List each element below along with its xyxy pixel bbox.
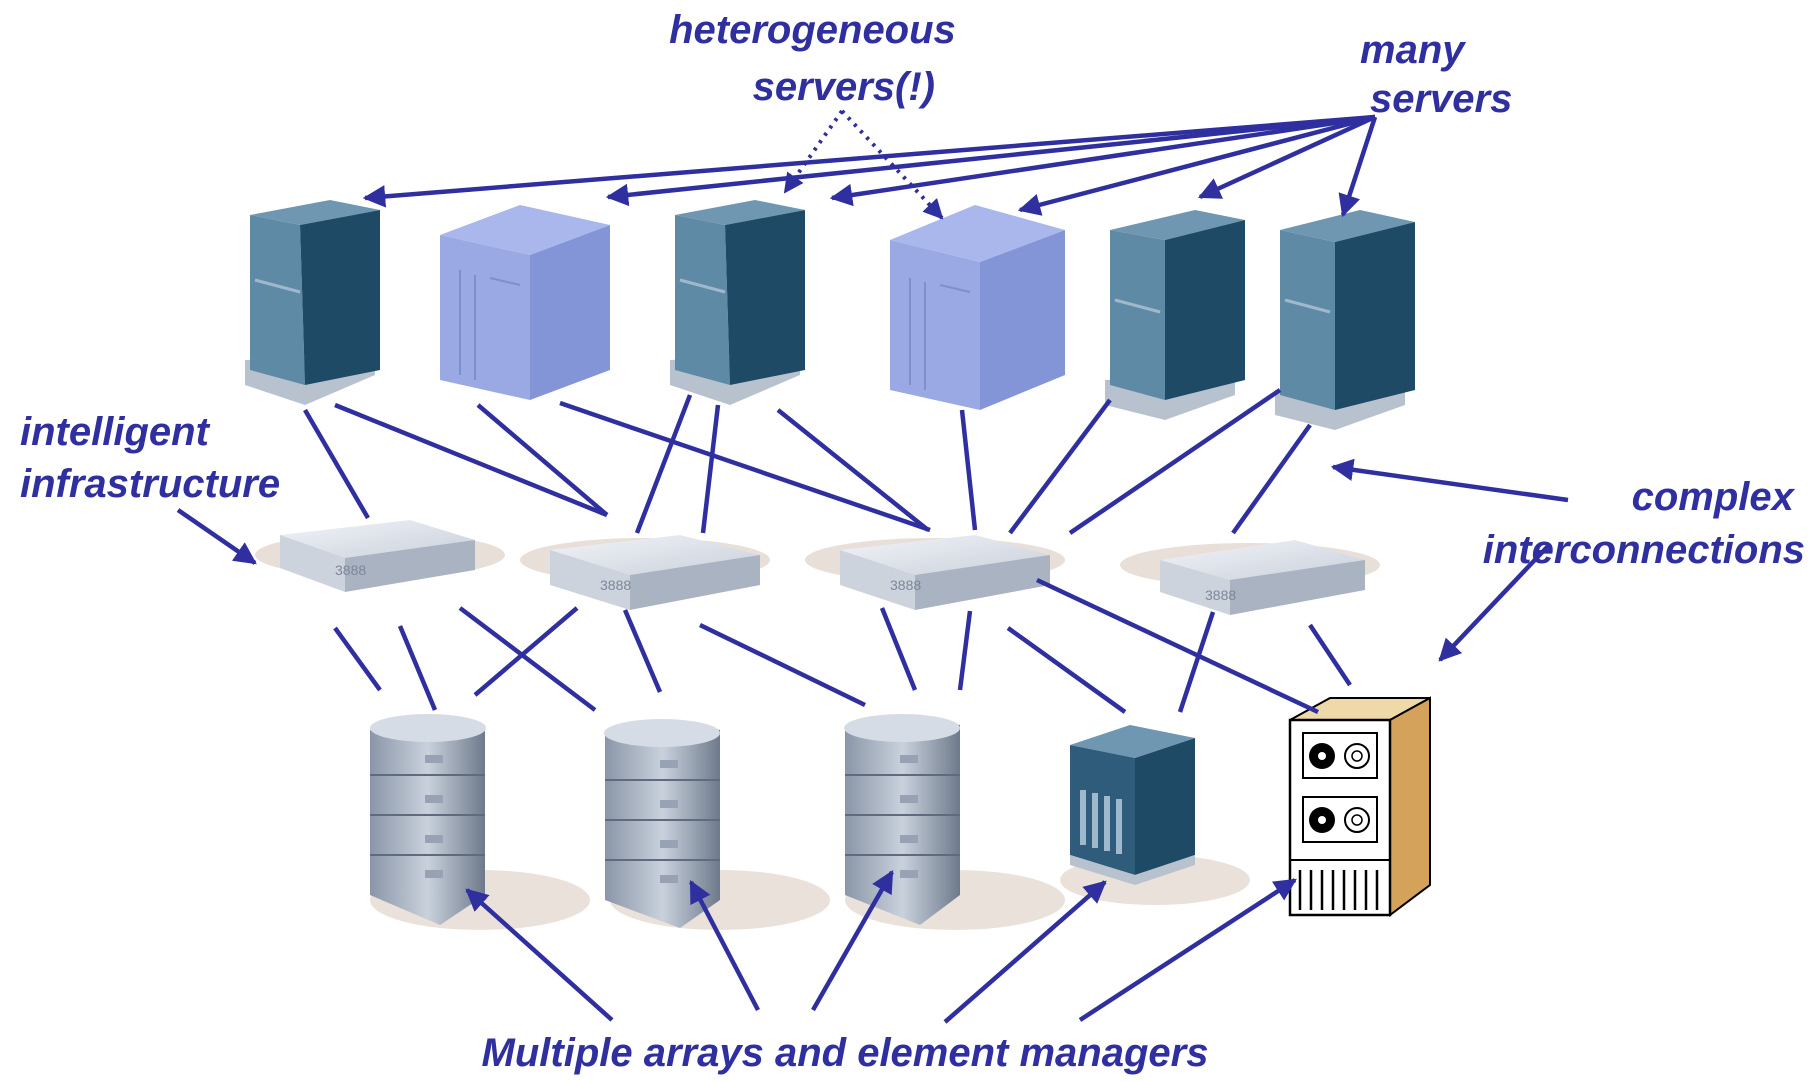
heterogeneous-servers-label: heterogeneous servers(!)	[669, 8, 967, 109]
svg-text:3888: 3888	[335, 562, 366, 578]
complex-interconnections-label: complex interconnections	[1483, 475, 1805, 572]
intelligent-infrastructure-label: intelligent infrastructure	[20, 410, 280, 506]
intelligent-line-2: infrastructure	[20, 462, 280, 506]
switch-4: 3888	[1120, 540, 1380, 615]
server-4	[890, 205, 1065, 410]
server-6	[1275, 210, 1415, 430]
cube-server-icon	[440, 205, 610, 400]
tower-server-icon	[1275, 210, 1415, 430]
server-1	[245, 200, 380, 405]
svg-text:3888: 3888	[1205, 587, 1236, 603]
tape-library-icon	[1288, 696, 1431, 917]
tower-server-icon	[245, 200, 380, 405]
tape-library	[1288, 696, 1431, 917]
switch-2: 3888	[520, 535, 770, 610]
tower-server-icon	[670, 200, 805, 405]
many-servers-label: many servers	[1360, 28, 1512, 121]
svg-text:3888: 3888	[600, 577, 631, 593]
svg-text:3888: 3888	[890, 577, 921, 593]
disk-array-icon	[604, 719, 830, 930]
disk-array-icon	[370, 714, 590, 930]
element-manager	[1060, 725, 1250, 905]
bottom-label: Multiple arrays and element managers	[482, 1031, 1209, 1075]
network-switch-icon: 3888	[805, 535, 1065, 610]
complex-line-1: complex	[1632, 475, 1796, 519]
server-5	[1105, 210, 1245, 420]
network-switch-icon: 3888	[255, 520, 505, 592]
server-3	[670, 200, 805, 405]
network-switch-icon: 3888	[1120, 540, 1380, 615]
disk-array-2	[604, 719, 830, 930]
many-servers-line-2: servers	[1370, 77, 1512, 121]
heterogeneous-line-2: servers(!)	[753, 65, 935, 109]
intelligent-line-1: intelligent	[20, 410, 211, 454]
element-manager-icon	[1060, 725, 1250, 905]
network-switch-icon: 3888	[520, 535, 770, 610]
switch-1: 3888	[255, 520, 505, 592]
disk-array-1	[370, 714, 590, 930]
heterogeneous-line-1: heterogeneous	[669, 8, 956, 52]
connection-lines	[303, 388, 1352, 715]
complex-line-2: interconnections	[1483, 528, 1805, 572]
tower-server-icon	[1105, 210, 1245, 420]
switch-3: 3888	[805, 535, 1065, 610]
server-2	[440, 205, 610, 400]
many-servers-line-1: many	[1360, 28, 1466, 72]
cube-server-icon	[890, 205, 1065, 410]
annotation-arrows	[176, 109, 1569, 1024]
